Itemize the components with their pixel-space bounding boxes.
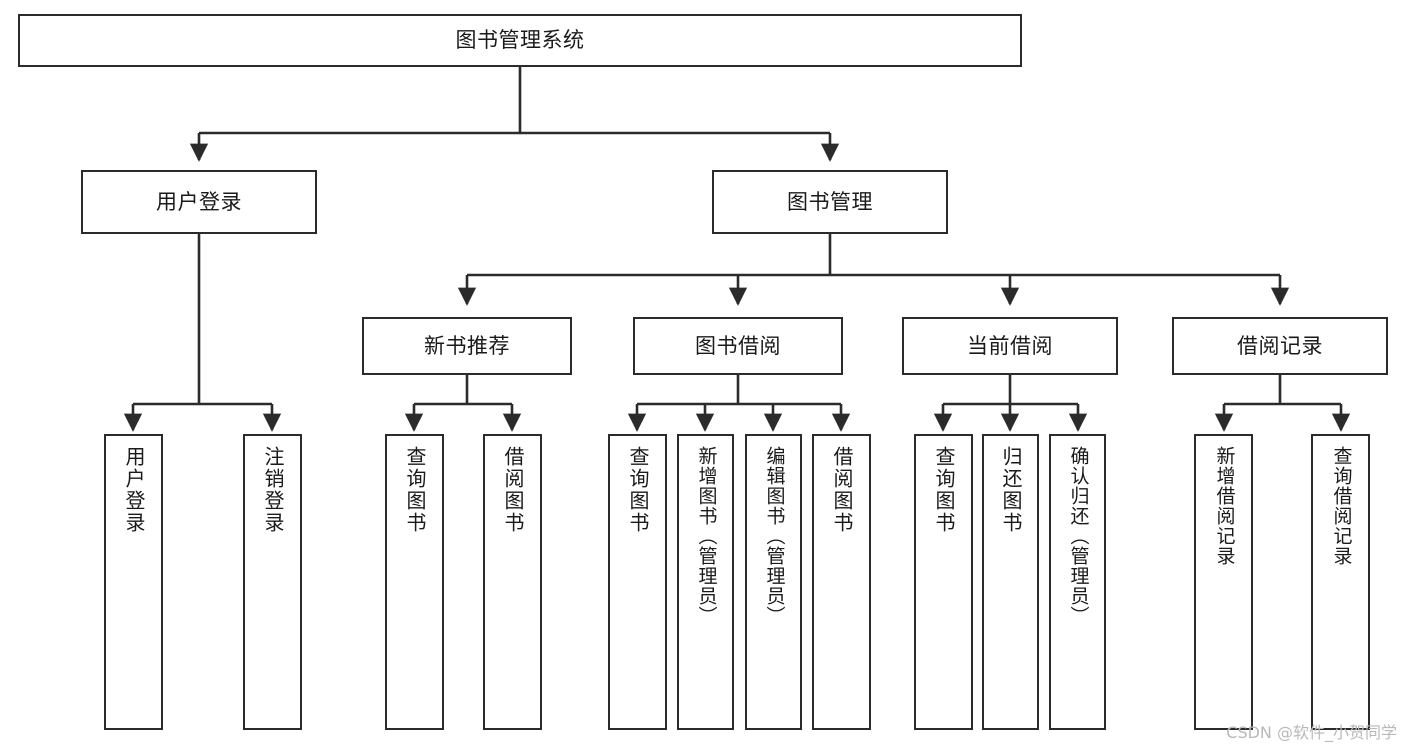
leaf-return-book[interactable]: 归还图书 [982, 434, 1039, 730]
node-label: 查询图书 [626, 446, 650, 534]
node-label: 注销登录 [261, 446, 285, 534]
node-label: 查询图书 [403, 446, 427, 534]
leaf-edit-book-admin[interactable]: 编辑图书（管理员） [745, 434, 802, 730]
leaf-confirm-return-admin[interactable]: 确认归还（管理员） [1049, 434, 1106, 730]
node-current-borrow[interactable]: 当前借阅 [902, 317, 1118, 375]
leaf-borrow-book-recommend[interactable]: 借阅图书 [483, 434, 542, 730]
node-borrow-record[interactable]: 借阅记录 [1172, 317, 1388, 375]
node-label: 用户登录 [122, 446, 146, 534]
node-label: 借阅图书 [830, 446, 854, 534]
leaf-user-login[interactable]: 用户登录 [104, 434, 163, 730]
csdn-watermark: CSDN @软件_小贺同学 [1226, 723, 1397, 742]
leaf-query-book-borrow[interactable]: 查询图书 [608, 434, 667, 730]
node-label: 图书管理 [787, 189, 873, 214]
leaf-query-book-recommend[interactable]: 查询图书 [385, 434, 444, 730]
node-book-management-system[interactable]: 图书管理系统 [18, 14, 1022, 67]
node-label: 确认归还（管理员） [1067, 446, 1090, 626]
node-label: 归还图书 [999, 446, 1023, 534]
node-label: 新增借阅记录 [1213, 446, 1236, 566]
node-book-borrow[interactable]: 图书借阅 [633, 317, 843, 375]
node-label: 图书管理系统 [455, 28, 585, 53]
leaf-add-book-admin[interactable]: 新增图书（管理员） [677, 434, 734, 730]
node-label: 借阅记录 [1237, 333, 1323, 358]
node-label: 当前借阅 [967, 333, 1053, 358]
leaf-add-borrow-record[interactable]: 新增借阅记录 [1194, 434, 1253, 730]
node-label: 查询借阅记录 [1330, 446, 1353, 566]
node-label: 用户登录 [156, 189, 242, 214]
node-new-book-recommend[interactable]: 新书推荐 [362, 317, 572, 375]
node-label: 新书推荐 [424, 333, 510, 358]
node-user-login[interactable]: 用户登录 [81, 170, 317, 234]
node-label: 编辑图书（管理员） [763, 446, 786, 626]
node-label: 查询图书 [932, 446, 956, 534]
leaf-query-borrow-record[interactable]: 查询借阅记录 [1311, 434, 1370, 730]
node-label: 借阅图书 [501, 446, 525, 534]
leaf-logout-login[interactable]: 注销登录 [243, 434, 302, 730]
node-book-management[interactable]: 图书管理 [712, 170, 948, 234]
node-label: 新增图书（管理员） [695, 446, 718, 626]
leaf-query-book-current[interactable]: 查询图书 [914, 434, 973, 730]
leaf-borrow-book[interactable]: 借阅图书 [812, 434, 871, 730]
node-label: 图书借阅 [695, 333, 781, 358]
